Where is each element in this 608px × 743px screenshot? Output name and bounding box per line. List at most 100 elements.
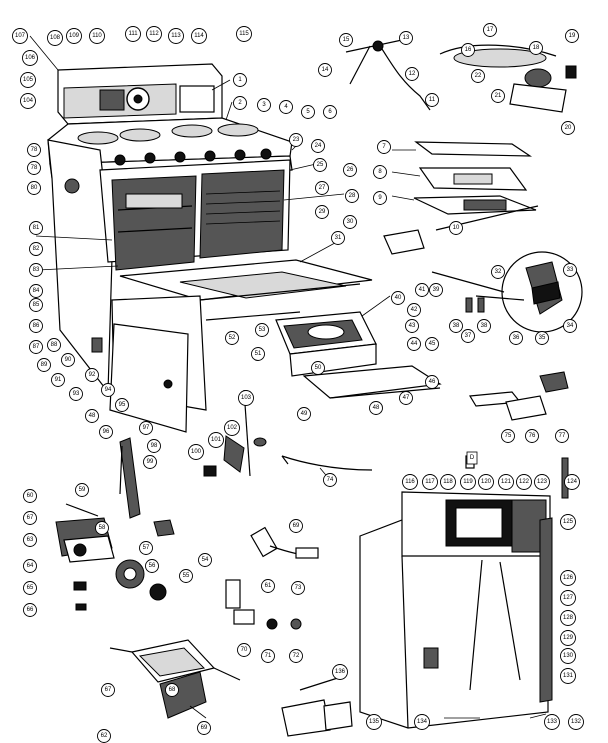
callout-label: 30 bbox=[347, 219, 354, 225]
callout-21: 21 bbox=[491, 89, 505, 103]
callout-circle bbox=[29, 298, 43, 312]
callout-100: 100 bbox=[188, 444, 204, 460]
callout-label: 69 bbox=[293, 523, 300, 529]
callout-48a: 48 bbox=[85, 409, 99, 423]
callout-circle bbox=[318, 63, 332, 77]
callout-label: 123 bbox=[537, 479, 548, 485]
callout-1: 1 bbox=[233, 73, 247, 87]
callout-circle bbox=[525, 429, 539, 443]
callout-circle bbox=[311, 139, 325, 153]
callout-label: 73 bbox=[295, 585, 302, 591]
callout-circle bbox=[544, 714, 560, 730]
callout-circle bbox=[509, 331, 523, 345]
callout-28: 28 bbox=[345, 189, 359, 203]
callout-label: 128 bbox=[563, 615, 574, 621]
callout-circle bbox=[139, 421, 153, 435]
callout-46: 46 bbox=[425, 375, 439, 389]
callout-circle bbox=[85, 409, 99, 423]
callout-label: 125 bbox=[563, 519, 574, 525]
callout-circle bbox=[188, 444, 204, 460]
callout-circle bbox=[461, 329, 475, 343]
callout-circle bbox=[251, 347, 265, 361]
callout-34: 34 bbox=[563, 319, 577, 333]
callout-45: 45 bbox=[425, 337, 439, 351]
callout-label: 61 bbox=[265, 583, 272, 589]
callout-circle bbox=[115, 398, 129, 412]
callout-label: 59 bbox=[79, 487, 86, 493]
callout-label: 120 bbox=[481, 479, 492, 485]
callout-23: 23 bbox=[289, 133, 303, 147]
callout-107: 107 bbox=[12, 28, 28, 44]
callout-circle bbox=[47, 30, 63, 46]
callout-circle bbox=[345, 189, 359, 203]
callout-36: 36 bbox=[509, 331, 523, 345]
callout-3: 3 bbox=[257, 98, 271, 112]
callout-label: 70 bbox=[241, 647, 248, 653]
callout-85: 85 bbox=[29, 298, 43, 312]
callout-circle bbox=[29, 221, 43, 235]
callout-119: 119 bbox=[460, 474, 476, 490]
callout-circle bbox=[236, 26, 252, 42]
callout-circle bbox=[261, 579, 275, 593]
callout-label: 10 bbox=[453, 225, 460, 231]
callout-label: 25 bbox=[317, 162, 324, 168]
callout-circle bbox=[101, 683, 115, 697]
callout-label: 60 bbox=[27, 493, 34, 499]
callout-circle bbox=[279, 100, 293, 114]
callout-96: 96 bbox=[99, 425, 113, 439]
callout-12: 12 bbox=[405, 67, 419, 81]
callout-label: 77 bbox=[559, 433, 566, 439]
callout-38b: 38 bbox=[477, 319, 491, 333]
callout-circle bbox=[29, 242, 43, 256]
callout-22: 22 bbox=[471, 69, 485, 83]
callout-circle bbox=[565, 29, 579, 43]
callout-circle bbox=[560, 610, 576, 626]
callout-label: 28 bbox=[349, 193, 356, 199]
callout-circle bbox=[289, 519, 303, 533]
storage-drawer bbox=[109, 639, 353, 737]
callout-111: 111 bbox=[125, 26, 141, 42]
callout-label: 112 bbox=[149, 31, 159, 37]
callout-103: 103 bbox=[238, 390, 254, 406]
callout-116: 116 bbox=[402, 474, 418, 490]
callout-label: 3 bbox=[262, 102, 266, 108]
callout-98: 98 bbox=[147, 439, 161, 453]
callout-circle bbox=[422, 474, 438, 490]
callout-circle bbox=[61, 353, 75, 367]
callout-circle bbox=[29, 284, 43, 298]
callout-label: 9 bbox=[378, 195, 382, 201]
callout-label: 24 bbox=[315, 143, 322, 149]
callout-9: 9 bbox=[373, 191, 387, 205]
callout-label: 97 bbox=[143, 425, 150, 431]
callout-label: 80 bbox=[31, 185, 38, 191]
callout-label: 94 bbox=[105, 387, 112, 393]
callout-label: 131 bbox=[563, 673, 574, 679]
callout-circle bbox=[377, 140, 391, 154]
callout-circle bbox=[27, 143, 41, 157]
callout-38a: 38 bbox=[449, 319, 463, 333]
callout-132: 132 bbox=[568, 714, 584, 730]
callout-label: 81 bbox=[33, 225, 40, 231]
callout-circle bbox=[297, 407, 311, 421]
callout-label: 102 bbox=[227, 425, 238, 431]
callout-109: 109 bbox=[66, 28, 82, 44]
callout-circle bbox=[315, 181, 329, 195]
callout-43: 43 bbox=[405, 319, 419, 333]
callout-label: 52 bbox=[229, 335, 236, 341]
callout-label: 54 bbox=[202, 557, 209, 563]
callout-circle bbox=[564, 474, 580, 490]
callout-label: 19 bbox=[569, 33, 576, 39]
callout-2: 2 bbox=[233, 96, 247, 110]
callout-circle bbox=[560, 514, 576, 530]
callout-label: 104 bbox=[23, 98, 34, 104]
callout-57: 57 bbox=[139, 541, 153, 555]
burner-valve-assembly bbox=[431, 251, 583, 333]
callout-circle bbox=[20, 93, 36, 109]
callout-circle bbox=[461, 43, 475, 57]
callout-20: 20 bbox=[561, 121, 575, 135]
callout-circle bbox=[449, 319, 463, 333]
callout-circle bbox=[208, 432, 224, 448]
callout-92: 92 bbox=[85, 368, 99, 382]
callout-label: 121 bbox=[501, 479, 512, 485]
callout-87: 87 bbox=[29, 340, 43, 354]
